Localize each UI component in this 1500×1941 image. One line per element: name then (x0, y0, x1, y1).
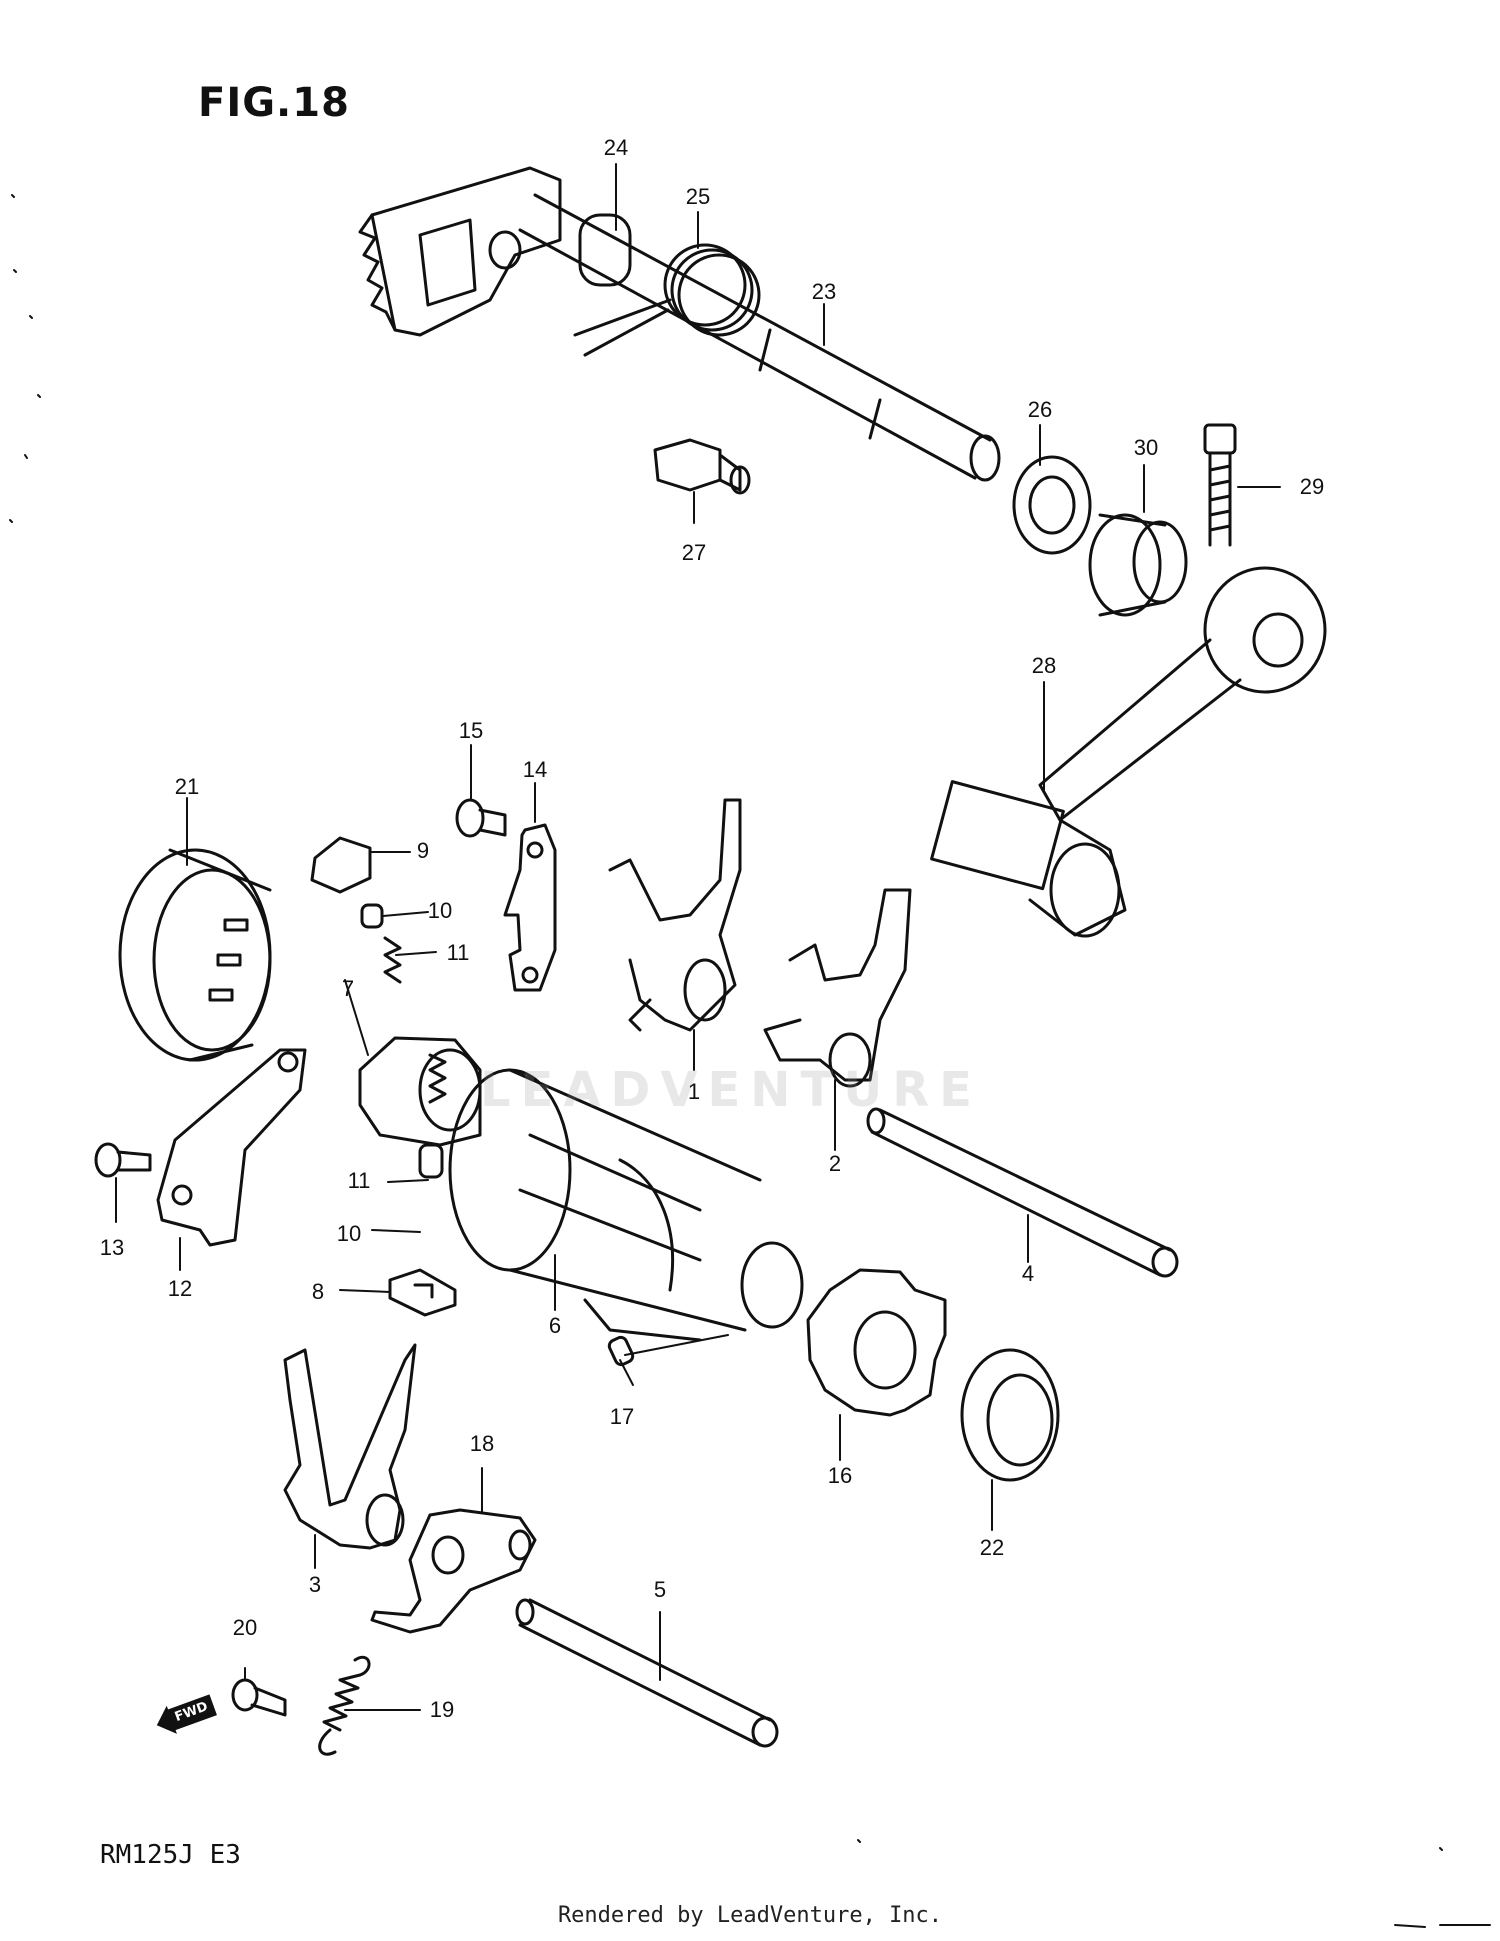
callout-11b: 11 (347, 1168, 371, 1193)
part-9-pawl (310, 836, 372, 894)
callout-11a: 11 (446, 940, 470, 965)
part-29-bolt (1203, 423, 1237, 547)
part-22-bearing (960, 1348, 1060, 1482)
part-28-gearshift-lever (930, 566, 1327, 938)
render-credit: Rendered by LeadVenture, Inc. (557, 1903, 943, 1928)
callout-1: 1 (687, 1079, 701, 1104)
part-21-needle-bearing (118, 848, 272, 1062)
callout-23: 23 (811, 279, 837, 304)
callout-8: 8 (311, 1279, 325, 1304)
callout-27: 27 (681, 540, 707, 565)
part-10-11-pin-and-spring (360, 903, 447, 1179)
part-6-shift-drum (448, 1068, 804, 1342)
part-8-stopper (388, 1268, 457, 1317)
part-4-fork-shaft (866, 1107, 1179, 1278)
part-5-fork-shaft (515, 1598, 779, 1748)
callout-15: 15 (458, 718, 484, 743)
callout-10b: 10 (336, 1221, 362, 1246)
figure-title: FIG.18 (198, 80, 350, 126)
part-26-oil-seal (1012, 455, 1092, 555)
model-code: RM125J E3 (100, 1840, 241, 1870)
callout-7: 7 (341, 976, 355, 1001)
part-3-shift-fork (283, 1343, 417, 1550)
part-20-pin (231, 1678, 287, 1717)
part-30-boot (1088, 513, 1188, 617)
part-12-13-plate-and-screw (94, 1048, 307, 1247)
callout-9: 9 (416, 838, 430, 863)
callout-12: 12 (167, 1276, 193, 1301)
callout-2: 2 (828, 1151, 842, 1176)
part-16-drum-cam-gear (806, 1268, 947, 1417)
callout-26: 26 (1027, 397, 1053, 422)
watermark: LEADVENTURE (480, 1062, 982, 1118)
part-14-15-plate-and-screw (455, 798, 557, 992)
callout-21: 21 (174, 774, 200, 799)
scan-specks (9, 194, 1491, 1928)
callout-22: 22 (979, 1535, 1005, 1560)
part-7-shift-cam (358, 1036, 482, 1147)
part-2-shift-fork (763, 888, 912, 1088)
callout-14: 14 (522, 757, 548, 782)
callout-18: 18 (469, 1431, 495, 1456)
callout-4: 4 (1021, 1261, 1035, 1286)
part-23-shift-shaft (518, 193, 1001, 482)
callout-29: 29 (1299, 474, 1325, 499)
part-17-pin (607, 1335, 635, 1367)
callout-25: 25 (685, 184, 711, 209)
callout-19: 19 (429, 1697, 455, 1722)
callout-5: 5 (653, 1577, 667, 1602)
callout-17: 17 (609, 1404, 635, 1429)
callout-leader-lines (115, 163, 1281, 1711)
callout-24: 24 (603, 135, 629, 160)
callout-13: 13 (99, 1235, 125, 1260)
callout-20: 20 (232, 1615, 258, 1640)
callout-16: 16 (827, 1463, 853, 1488)
callout-28: 28 (1031, 653, 1057, 678)
part-1-shift-fork (608, 798, 742, 1032)
part-24-shift-shaft-quadrant (358, 166, 632, 337)
part-25-return-spring (573, 243, 761, 357)
callout-6: 6 (548, 1313, 562, 1338)
part-18-stopper-arm (370, 1508, 537, 1634)
callout-10a: 10 (427, 898, 453, 923)
part-27-stopper-bolt (653, 438, 751, 495)
part-19-stopper-spring (318, 1655, 371, 1756)
callout-3: 3 (308, 1572, 322, 1597)
callout-30: 30 (1133, 435, 1159, 460)
